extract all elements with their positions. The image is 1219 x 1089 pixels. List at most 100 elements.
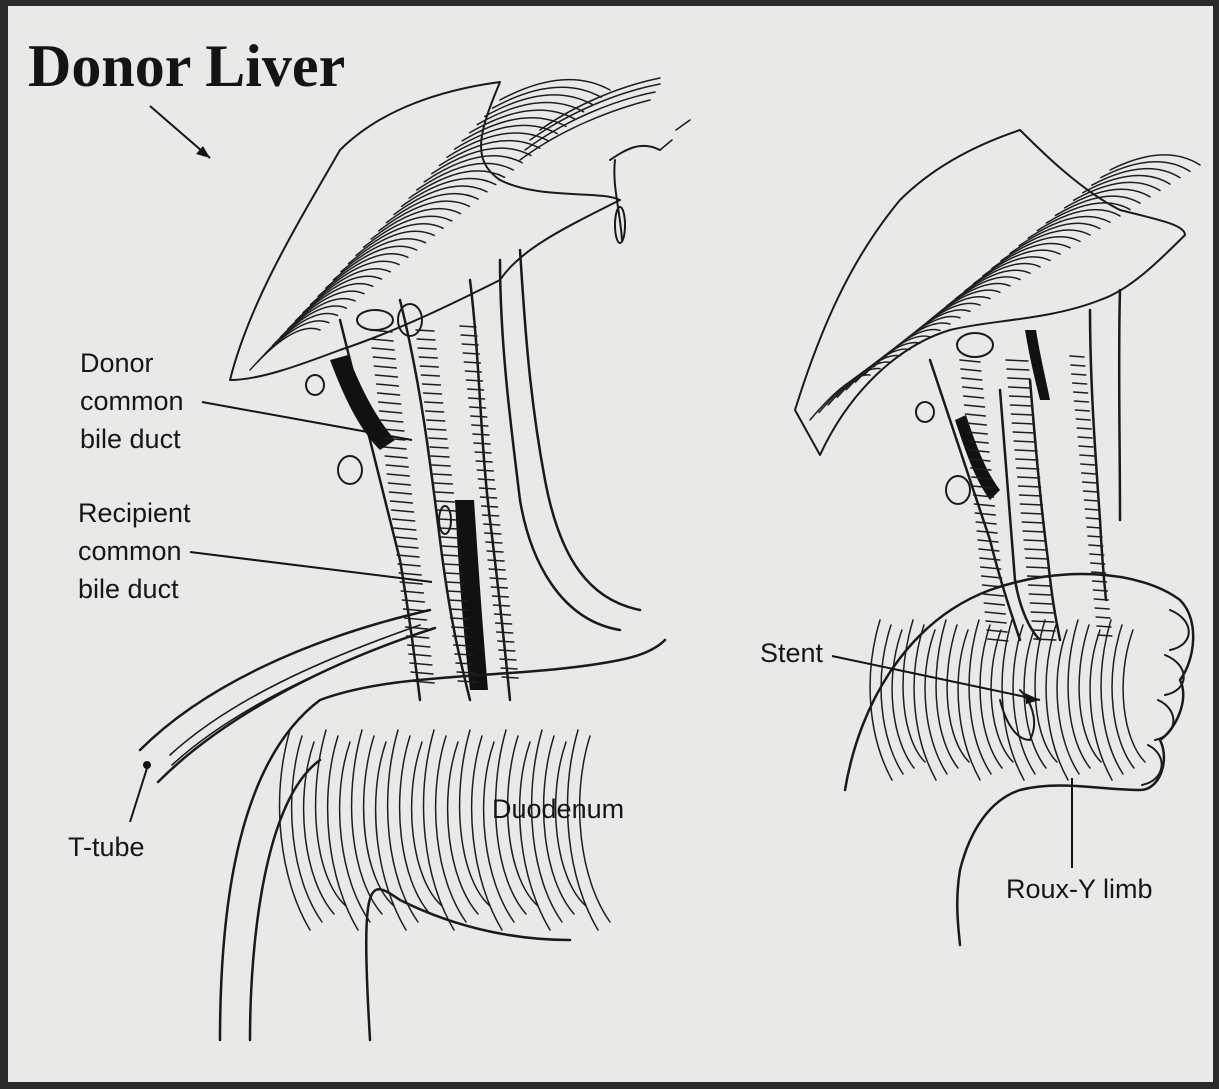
hatch-stroke	[398, 560, 504, 566]
hatch-stroke	[372, 344, 478, 350]
hatch-stroke	[371, 335, 477, 341]
hatch-stroke	[382, 425, 488, 431]
hatch-stroke	[373, 353, 479, 359]
hatch-stroke	[402, 178, 496, 206]
hatch-stroke	[967, 428, 1091, 434]
hatch-stroke	[399, 569, 505, 575]
hatch-stroke	[580, 736, 610, 922]
svg-text:Donor: Donor	[80, 348, 154, 378]
hatch-stroke	[984, 599, 1108, 605]
hatch-stroke	[966, 419, 1090, 425]
right-liver-outline	[795, 130, 1185, 455]
hatch-stroke	[374, 362, 480, 368]
hatch-stroke	[460, 730, 490, 906]
hatch-stroke	[544, 736, 574, 914]
hatch-stroke	[981, 563, 1105, 569]
hatch-stroke	[965, 410, 1089, 416]
hatch-stroke	[971, 464, 1095, 470]
hatch-stroke	[401, 587, 507, 593]
slide-title: Donor Liver	[28, 33, 345, 99]
svg-text:common: common	[80, 386, 184, 416]
hatch-stroke	[962, 374, 1086, 380]
hatch-stroke	[958, 630, 980, 780]
hatch-stroke	[978, 536, 1102, 542]
label-donor-cbd: Donor common bile duct	[80, 348, 184, 454]
hatch-stroke	[1123, 630, 1145, 762]
hatch-stroke	[1037, 210, 1120, 231]
hatch-stroke	[379, 398, 485, 404]
svg-text:bile duct: bile duct	[80, 424, 181, 454]
hatch-stroke	[397, 551, 503, 557]
hatch-stroke	[385, 452, 491, 458]
right-duct-bundle	[930, 360, 1020, 640]
hatch-stroke	[378, 389, 484, 395]
hatch-stroke	[403, 605, 509, 611]
svg-text:bile duct: bile duct	[78, 574, 179, 604]
duodenum-hatching	[280, 730, 610, 930]
hatch-stroke	[393, 515, 499, 521]
title-arrow	[150, 106, 210, 158]
hatch-stroke	[448, 742, 478, 914]
hatch-stroke	[386, 194, 478, 223]
hatch-stroke	[883, 323, 950, 359]
hatch-stroke	[1090, 630, 1112, 780]
hatch-stroke	[532, 730, 562, 922]
label-roux-limb: Roux-Y limb	[1006, 874, 1153, 904]
hatch-stroke	[963, 383, 1087, 389]
hatch-stroke	[436, 736, 466, 922]
hatch-stroke	[292, 736, 322, 922]
right-figure	[795, 130, 1200, 945]
leader-t-tube	[130, 765, 148, 822]
stent-arrowhead	[1025, 693, 1040, 704]
hatch-stroke	[968, 437, 1092, 443]
hatch-stroke	[405, 614, 511, 620]
label-t-tube: T-tube	[68, 832, 145, 862]
svg-text:Recipient: Recipient	[78, 498, 191, 528]
hatch-stroke	[387, 470, 493, 476]
roux-limb-coils	[1142, 610, 1189, 785]
hatch-stroke	[828, 362, 890, 405]
hatch-stroke	[961, 365, 1085, 371]
hatch-stroke	[965, 401, 1089, 407]
hatch-stroke	[974, 500, 1098, 506]
right-liver-hatching	[810, 155, 1200, 420]
left-duct-hatching	[370, 326, 518, 683]
t-tube-drawing	[140, 610, 435, 782]
hatch-stroke	[380, 407, 486, 413]
hatch-stroke	[964, 392, 1088, 398]
label-recipient-cbd: Recipient common bile duct	[78, 498, 191, 604]
right-duct-hatching	[960, 356, 1112, 641]
hatch-stroke	[975, 509, 1099, 515]
hatch-stroke	[389, 488, 495, 494]
hatch-stroke	[568, 730, 598, 930]
hatch-stroke	[396, 542, 502, 548]
hatch-stroke	[394, 524, 500, 530]
hatch-stroke	[408, 641, 514, 647]
hatch-stroke	[394, 186, 487, 215]
hatch-stroke	[409, 650, 515, 656]
hatch-stroke	[979, 545, 1103, 551]
hatch-stroke	[388, 730, 418, 922]
left-figure	[140, 78, 690, 1040]
hatch-stroke	[402, 596, 508, 602]
hatch-stroke	[410, 659, 516, 665]
hatch-stroke	[384, 443, 490, 449]
hatch-stroke	[304, 742, 334, 914]
hatch-stroke	[364, 736, 394, 906]
hatch-stroke	[400, 736, 430, 914]
hatch-stroke	[375, 371, 481, 377]
hatch-stroke	[424, 730, 454, 930]
hatch-stroke	[985, 608, 1109, 614]
hatch-stroke	[970, 455, 1094, 461]
hatch-stroke	[386, 461, 492, 467]
svg-text:common: common	[78, 536, 182, 566]
hatch-stroke	[376, 380, 482, 386]
label-duodenum: Duodenum	[492, 794, 624, 824]
hatch-stroke	[983, 590, 1107, 596]
hatch-stroke	[406, 623, 512, 629]
hatch-stroke	[969, 446, 1093, 452]
hatch-stroke	[977, 527, 1101, 533]
leader-recipient-cbd	[190, 552, 432, 582]
